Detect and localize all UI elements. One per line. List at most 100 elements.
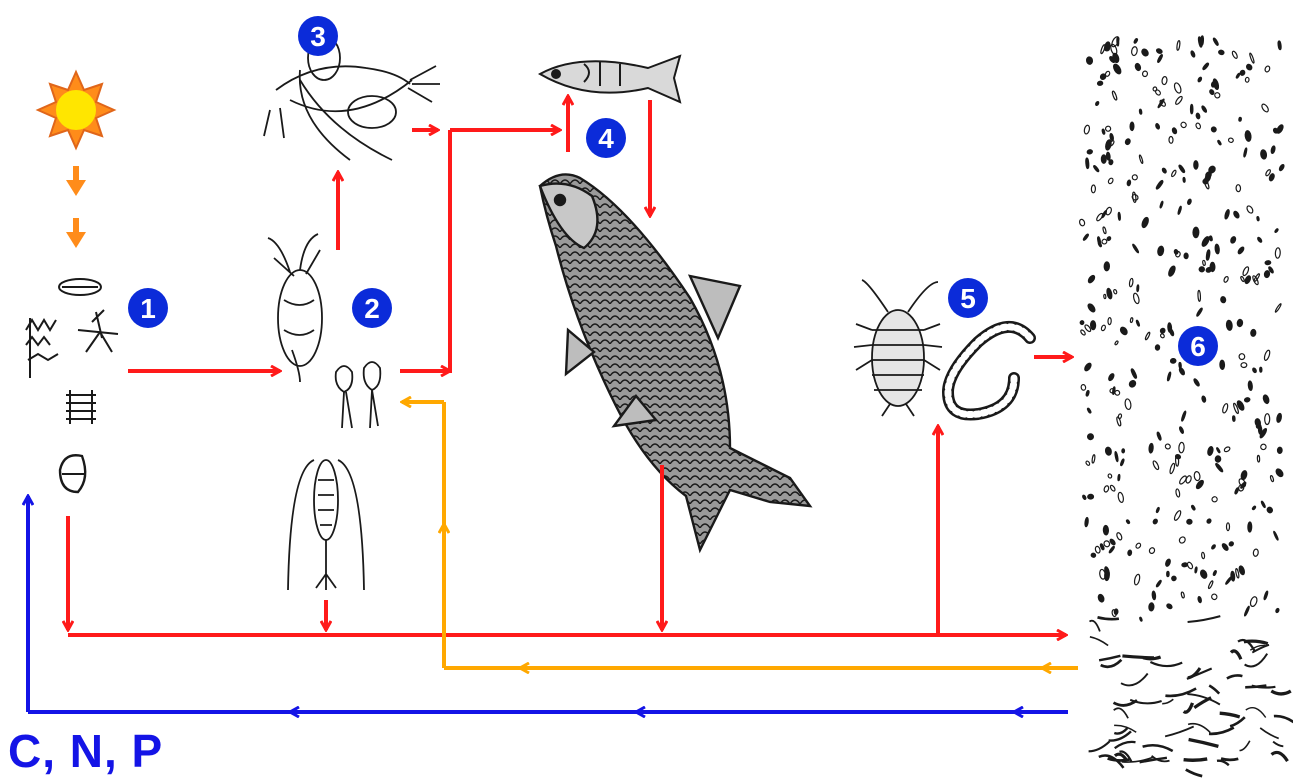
sediment-particle (1173, 510, 1182, 521)
sediment-particle (1156, 580, 1162, 588)
sediment-fiber (1099, 656, 1120, 661)
sediment-particle (1149, 547, 1156, 554)
sediment-particle (1178, 164, 1186, 173)
sediment-particle (1257, 216, 1260, 221)
sediment-particle (1135, 542, 1141, 549)
sediment-particle (1257, 455, 1260, 462)
sediment-particle (1176, 40, 1180, 50)
badge-4: 4 (586, 118, 626, 158)
sediment-particle (1120, 459, 1125, 467)
sediment-particle (1118, 474, 1121, 481)
svg-text:6: 6 (1190, 331, 1206, 362)
sediment-fiber (1246, 708, 1266, 718)
sediment-fiber (1221, 759, 1238, 760)
sediment-particle (1083, 362, 1092, 372)
sediment-particle (1237, 319, 1243, 327)
sediment-fiber (1101, 660, 1122, 667)
sediment-particle (1187, 199, 1192, 205)
sediment-particle (1153, 87, 1157, 91)
sediment-particle (1157, 246, 1164, 256)
sediment-particle (1171, 575, 1177, 581)
sediment-particle (1155, 180, 1164, 190)
sediment-particle (1190, 104, 1193, 114)
sediment-particle (1199, 569, 1208, 579)
sediment-particle (1136, 320, 1140, 327)
sediment-particle (1170, 358, 1176, 364)
sediment-particle (1086, 390, 1090, 396)
sediment-particle (1201, 236, 1211, 248)
sediment-particle (1178, 536, 1186, 544)
sediment-particle (1175, 489, 1180, 498)
sediment-particle (1134, 63, 1141, 72)
sediment-particle (1103, 485, 1109, 492)
nutrient-cycle-arrows (28, 496, 1068, 712)
sediment-particle (1104, 294, 1106, 298)
sediment-particle (1260, 367, 1262, 372)
sediment-fiber (1209, 686, 1219, 694)
sediment-particle (1173, 82, 1182, 94)
sediment-particle (1141, 216, 1150, 228)
sediment-particle (1145, 332, 1151, 340)
sediment-particle (1126, 519, 1130, 524)
sediment-particle (1228, 541, 1234, 547)
sediment-particle (1207, 446, 1214, 456)
sediment-particle (1133, 293, 1141, 305)
sediment-particle (1169, 463, 1175, 474)
sediment-particle (1260, 149, 1267, 159)
sediment-fiber (1188, 616, 1221, 622)
sediment-particle (1114, 451, 1118, 462)
sediment-particle (1105, 125, 1112, 132)
sediment-particle (1105, 447, 1112, 456)
sediment-particle (1252, 506, 1257, 511)
sediment-particle (1184, 253, 1188, 259)
sediment-particle (1091, 185, 1095, 193)
sediment-particle (1198, 290, 1201, 301)
sediment-fiber (1090, 621, 1100, 632)
sediment-particle (1156, 507, 1160, 513)
sediment-fiber (1272, 752, 1288, 761)
sediment-particle (1211, 544, 1216, 550)
sediment-particle (1108, 177, 1114, 184)
sediment-particle (1164, 443, 1171, 450)
zoo-to-fish-arrow (400, 130, 450, 371)
sediment-particle (1212, 78, 1219, 90)
badge-6: 6 (1178, 326, 1218, 366)
sediment-particle (1278, 41, 1282, 50)
sediment-particle (1223, 276, 1229, 283)
sediment-fiber (1090, 637, 1108, 646)
sediment-particle (1087, 149, 1093, 154)
sediment-particle (1127, 550, 1132, 556)
badge-5: 5 (948, 278, 988, 318)
zooplankton-icon (268, 234, 380, 428)
sediment-particle (1216, 447, 1221, 453)
sediment-particle (1110, 485, 1116, 492)
copepod-icon (288, 460, 364, 590)
sediment-particle (1201, 552, 1205, 559)
sediment-particle (1191, 505, 1196, 511)
sediment-particle (1274, 228, 1278, 233)
sediment-particle (1124, 399, 1131, 410)
sediment-particle (1202, 260, 1205, 265)
sediment-particle (1152, 460, 1160, 470)
sediment-particle (1167, 571, 1170, 576)
sediment-particle (1265, 414, 1270, 425)
sediment-particle (1159, 327, 1166, 334)
sediment-particle (1165, 558, 1172, 567)
sediment-particle (1101, 155, 1106, 164)
sediment-fiber (1273, 742, 1283, 747)
sediment-particle (1160, 333, 1165, 338)
sediment-particle (1244, 606, 1250, 617)
sediment-particle (1087, 408, 1092, 414)
mysid-shrimp-icon (264, 36, 440, 160)
sediment-particle (1179, 442, 1185, 453)
sediment-particle (1248, 522, 1252, 532)
sediment-particle (1156, 48, 1163, 54)
sediment-particle (1264, 65, 1270, 72)
sediment-particle (1193, 227, 1199, 238)
sediment-particle (1241, 363, 1247, 368)
sediment-particle (1209, 89, 1215, 95)
svg-text:4: 4 (598, 123, 614, 154)
sediment-particle (1133, 38, 1138, 44)
sediment-particle (1220, 296, 1226, 303)
sediment-particle (1106, 288, 1113, 300)
